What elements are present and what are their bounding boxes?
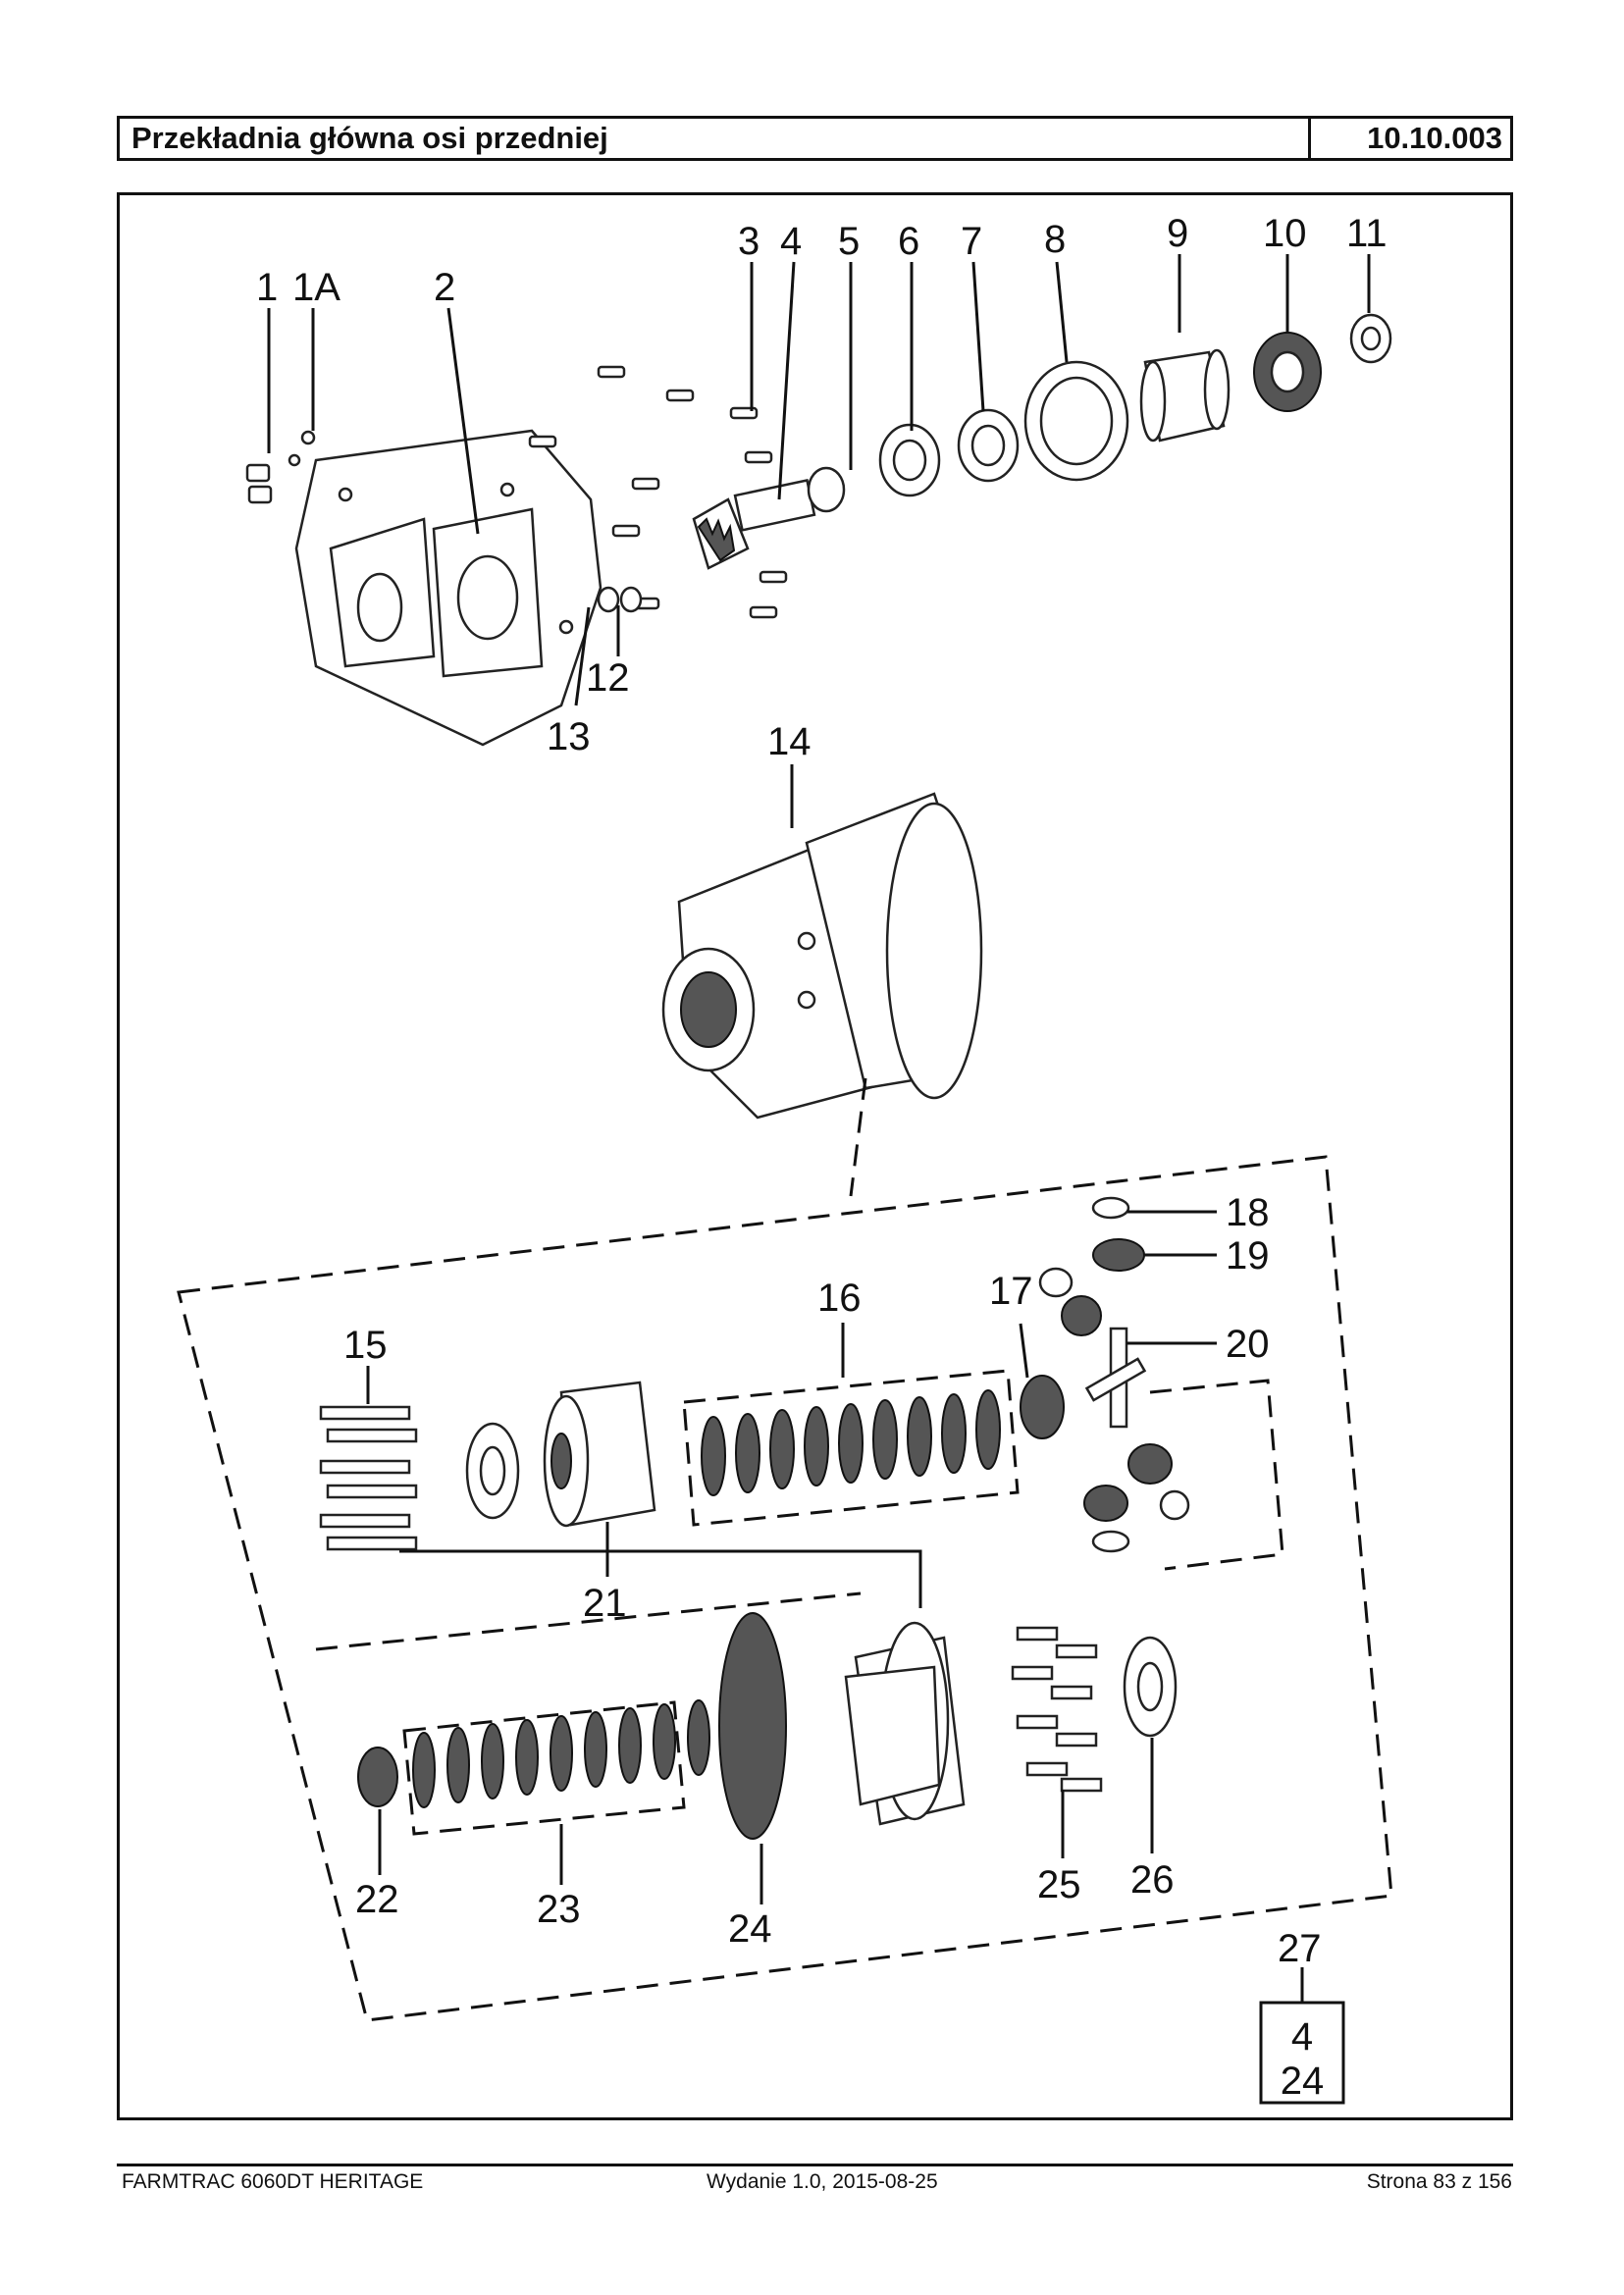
- spider-zone-outline: [1149, 1379, 1284, 1571]
- callout-1A: 1A: [292, 266, 341, 309]
- kit-box: 4 24: [1259, 2001, 1345, 2105]
- part-seals-bearings: [597, 313, 1392, 613]
- footer-rule: [117, 2164, 1513, 2166]
- part-spider-gears: [1038, 1196, 1190, 1553]
- callout-4: 4: [780, 220, 802, 263]
- callout-15: 15: [343, 1324, 388, 1367]
- section-code: 10.10.003: [1367, 121, 1502, 155]
- exploded-zone-separator: [315, 1591, 862, 1651]
- callout-3: 3: [738, 220, 760, 263]
- callout-19: 19: [1226, 1234, 1270, 1278]
- callout-14: 14: [767, 720, 812, 763]
- footer-edition: Wydanie 1.0, 2015-08-25: [707, 2170, 938, 2193]
- callout-26: 26: [1130, 1858, 1175, 1902]
- callout-20: 20: [1226, 1323, 1270, 1366]
- callout-7: 7: [961, 220, 982, 263]
- part-clutch-discs-16: [682, 1369, 1020, 1527]
- callout-18: 18: [1226, 1191, 1270, 1234]
- leader-lines: [267, 254, 1371, 2003]
- callout-6: 6: [898, 220, 919, 263]
- part-ring-gear-24: [718, 1612, 787, 1840]
- callout-8: 8: [1044, 218, 1066, 261]
- callout-11: 11: [1346, 212, 1388, 255]
- exploded-diagram-frame: 1 1A 2 3 4 5 6 7 8 9 10 11 12 13 14 18 1…: [117, 192, 1513, 2120]
- part-side-gear-22: [357, 1747, 398, 1807]
- callout-10: 10: [1263, 212, 1307, 255]
- callout-9: 9: [1167, 212, 1188, 255]
- part-clutch-discs-23: [402, 1699, 710, 1836]
- callout-23: 23: [537, 1888, 581, 1931]
- part-case-half-21: [543, 1381, 656, 1528]
- callout-24: 24: [728, 1907, 772, 1951]
- part-side-gear-17: [1020, 1375, 1065, 1439]
- callout-21: 21: [583, 1582, 627, 1625]
- callout-2: 2: [434, 266, 455, 309]
- callout-1: 1: [256, 266, 278, 309]
- exploded-zone-outline: [177, 1155, 1393, 2022]
- part-case-half-lower: [844, 1621, 966, 1826]
- part-bolts-15: [319, 1405, 418, 1551]
- kit-box-line-1: 4: [1291, 2015, 1313, 2059]
- callout-13: 13: [547, 715, 591, 758]
- part-differential-assembly: [661, 792, 983, 1120]
- callout-22: 22: [355, 1878, 399, 1921]
- part-bolts-1: [245, 430, 316, 504]
- page-header: Przekładnia główna osi przedniej 10.10.0…: [117, 116, 1513, 161]
- kit-box-line-2: 24: [1281, 2060, 1325, 2103]
- assembly-link-dashed: [849, 1077, 867, 1197]
- part-bolts-25: [1011, 1626, 1103, 1793]
- part-bearing-lower: [465, 1422, 520, 1520]
- part-pinion: [692, 479, 816, 570]
- callout-25: 25: [1037, 1863, 1081, 1906]
- callout-16: 16: [817, 1277, 862, 1320]
- page-title: Przekładnia główna osi przedniej: [120, 119, 1311, 158]
- exploded-diagram: 1 1A 2 3 4 5 6 7 8 9 10 11 12 13 14 18 1…: [177, 212, 1393, 2105]
- part-housing: [294, 429, 602, 747]
- part-bearing-26: [1123, 1636, 1178, 1738]
- footer-model: FARMTRAC 6060DT HERITAGE: [122, 2170, 424, 2193]
- callouts: 1 1A 2 3 4 5 6 7 8 9 10 11 12 13 14 18 1…: [256, 212, 1388, 1970]
- callout-12: 12: [586, 656, 630, 700]
- footer-page-number: Strona 83 z 156: [1366, 2170, 1512, 2193]
- callout-17: 17: [989, 1270, 1033, 1313]
- callout-27: 27: [1278, 1927, 1322, 1970]
- callout-5: 5: [838, 220, 860, 263]
